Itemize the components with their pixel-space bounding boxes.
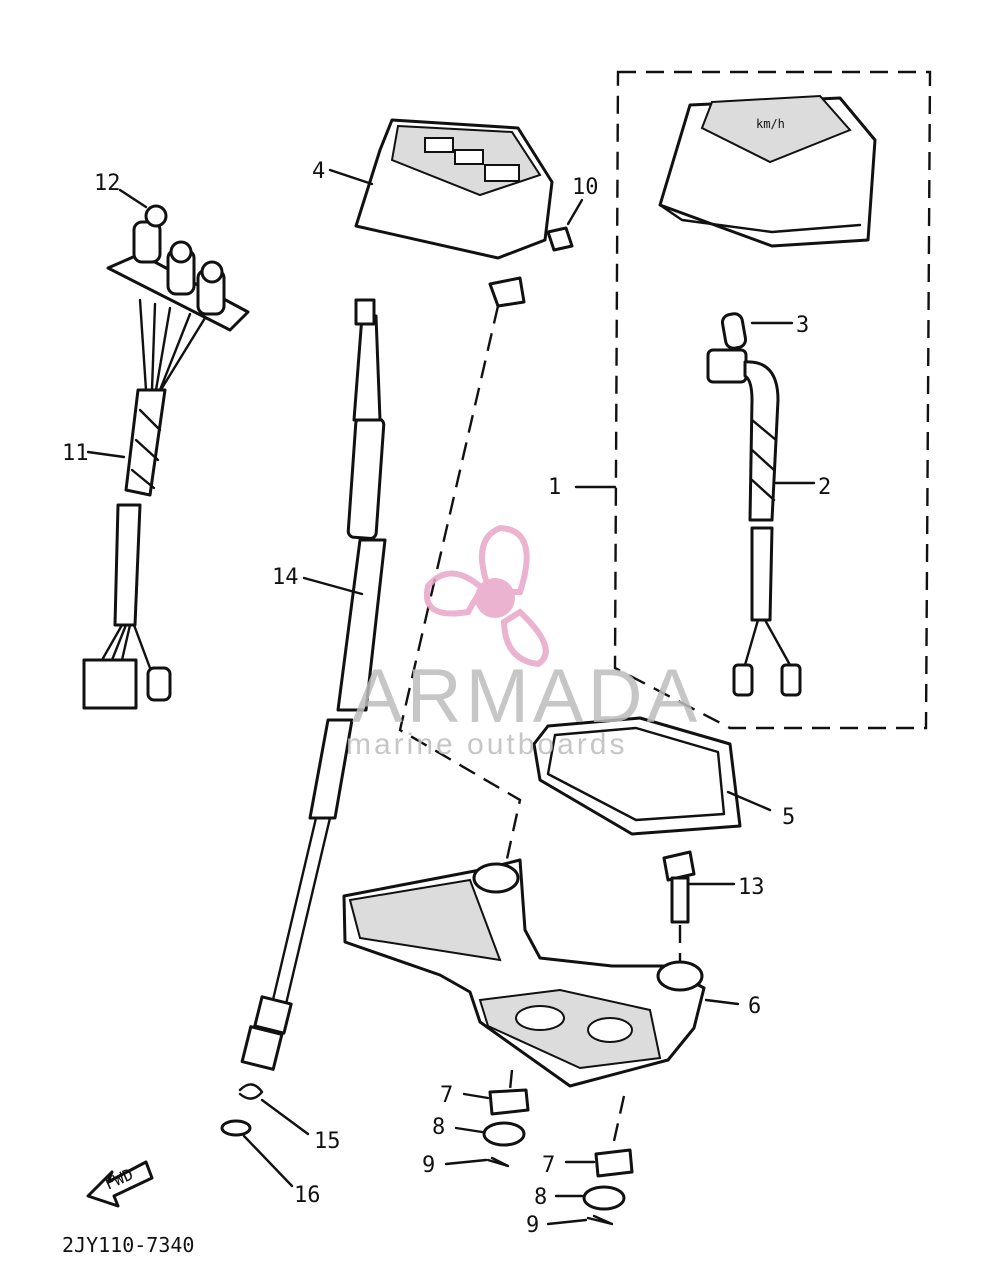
callout-10: 10 [572, 175, 599, 200]
gasket-part-5 [532, 716, 772, 836]
screw-part-10 [546, 198, 584, 252]
collar-part-8a [454, 1121, 526, 1147]
callout-15: 15 [314, 1129, 341, 1154]
clip-part-15 [238, 1083, 310, 1136]
bracket-part-6 [342, 858, 740, 1088]
callout-11: 11 [62, 441, 89, 466]
callout-7a: 7 [440, 1083, 453, 1108]
callout-16: 16 [294, 1183, 321, 1208]
callout-3: 3 [796, 313, 809, 338]
callout-12: 12 [94, 171, 121, 196]
fwd-arrow-icon: FWD [86, 1160, 154, 1208]
callout-1: 1 [548, 475, 561, 500]
callout-8b: 8 [534, 1185, 547, 1210]
speedometer-cable-part-14 [240, 298, 387, 1071]
callout-9b: 9 [526, 1213, 539, 1238]
callout-6: 6 [748, 994, 761, 1019]
lamp-harness-part-11 [82, 220, 250, 710]
bolt-part-13 [662, 850, 736, 964]
callout-13: 13 [738, 875, 765, 900]
collar-part-8b [554, 1185, 626, 1211]
guide-line-cover [398, 305, 522, 991]
grommet-part-7b [564, 1148, 634, 1178]
meter-cover-part-4 [328, 118, 554, 308]
meter-case-assembly: km/h [658, 94, 877, 248]
guide-line-grommet-b [610, 1095, 626, 1151]
callout-4: 4 [312, 159, 325, 184]
propeller-logo-icon [423, 524, 549, 668]
svg-text:km/h: km/h [756, 117, 785, 131]
watermark-brand: ARMADA [352, 654, 701, 739]
assembly-1-boundary [613, 70, 932, 730]
pin-part-9b [546, 1214, 614, 1226]
diagram-code: 2JY110-7340 [62, 1233, 194, 1257]
brand-watermark: ARMADA marine outboards [346, 524, 701, 761]
washer-part-16 [220, 1119, 294, 1188]
pin-part-9a [444, 1156, 510, 1168]
socket-cord-part-2 [706, 348, 816, 697]
callout-7b: 7 [542, 1153, 555, 1178]
bulb-part-12 [118, 188, 168, 228]
grommet-part-7a [462, 1069, 530, 1116]
callout-14: 14 [272, 565, 299, 590]
callout-9a: 9 [422, 1153, 435, 1178]
callout-8a: 8 [432, 1115, 445, 1140]
callout-5: 5 [782, 805, 795, 830]
watermark-tagline: marine outboards [346, 728, 627, 761]
callout-2: 2 [818, 475, 831, 500]
bulb-part-3 [720, 312, 794, 350]
